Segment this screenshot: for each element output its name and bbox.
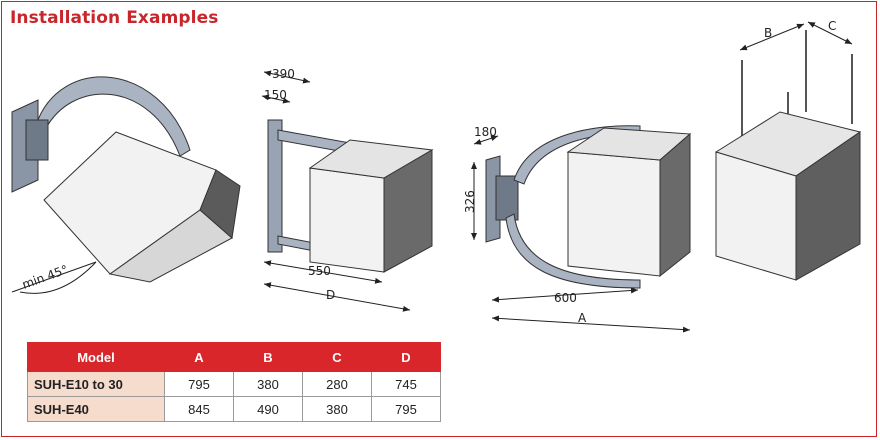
fig3-dim-a-line	[491, 315, 691, 333]
table-header-row: Model A B C D	[27, 342, 441, 372]
row-d: 795	[371, 396, 441, 422]
fig1-angle-arc	[19, 261, 97, 294]
fig4-dim-c: C	[828, 19, 836, 33]
header-model: Model	[27, 342, 165, 372]
fig4-dim-b-line	[739, 23, 805, 51]
row-model: SUH-E10 to 30	[27, 371, 165, 397]
fig3-dim-326: 326	[463, 190, 477, 213]
row-b: 490	[233, 396, 303, 422]
fig3-clamp	[495, 175, 519, 221]
fig2-dim-550: 550	[308, 264, 331, 278]
fig4-heater-side	[795, 131, 861, 281]
fig2-heater-side	[383, 149, 433, 273]
table-row: SUH-E40 845 490 380 795	[27, 396, 441, 422]
fig2-dim-d-line	[263, 282, 411, 312]
page-title: Installation Examples	[10, 8, 219, 28]
row-d: 745	[371, 371, 441, 397]
figure-3-curved-bracket: 180 326 600 A	[463, 125, 692, 333]
fig2-dim-150-line	[261, 94, 291, 104]
header-d: D	[371, 342, 441, 372]
figure-2-wall-bracket: 390 150 550 D	[261, 67, 434, 312]
row-c: 280	[302, 371, 372, 397]
figure-1-tilted-mount: min 45°	[11, 76, 241, 294]
header-c: C	[302, 342, 372, 372]
fig2-dim-390: 390	[272, 67, 295, 81]
fig3-dim-180: 180	[474, 125, 497, 139]
figure-4-ceiling-rods: B C	[714, 19, 862, 281]
row-model: SUH-E40	[27, 396, 165, 422]
fig1-curved-arm	[35, 76, 191, 157]
fig2-heater-front	[309, 167, 385, 273]
fig2-dim-150: 150	[264, 88, 287, 102]
fig3-heater-side	[659, 132, 691, 278]
row-a: 845	[164, 396, 234, 422]
fig2-dim-390-line	[263, 70, 311, 84]
fig2-dim-550-line	[263, 260, 383, 284]
fig2-wall-post	[267, 119, 283, 253]
fig4-dim-c-line	[807, 21, 853, 45]
model-dimensions-table: Model A B C D SUH-E10 to 30 795 380 280 …	[27, 342, 441, 422]
row-b: 380	[233, 371, 303, 397]
fig3-dim-180-line	[473, 135, 499, 145]
table-row: SUH-E10 to 30 795 380 280 745	[27, 371, 441, 397]
fig3-heater-front	[567, 151, 661, 277]
fig3-lower-arm	[505, 213, 641, 289]
fig3-dim-600: 600	[554, 291, 577, 305]
fig2-dim-d: D	[326, 288, 335, 302]
fig1-louvre-side	[199, 169, 241, 239]
fig3-dim-600-line	[491, 287, 639, 303]
row-a: 795	[164, 371, 234, 397]
fig4-dim-b: B	[764, 26, 772, 40]
fig1-clamp	[25, 119, 49, 161]
row-c: 380	[302, 396, 372, 422]
fig3-dim-a: A	[578, 311, 587, 325]
header-a: A	[164, 342, 234, 372]
fig1-angle-ref	[11, 261, 97, 293]
header-b: B	[233, 342, 303, 372]
